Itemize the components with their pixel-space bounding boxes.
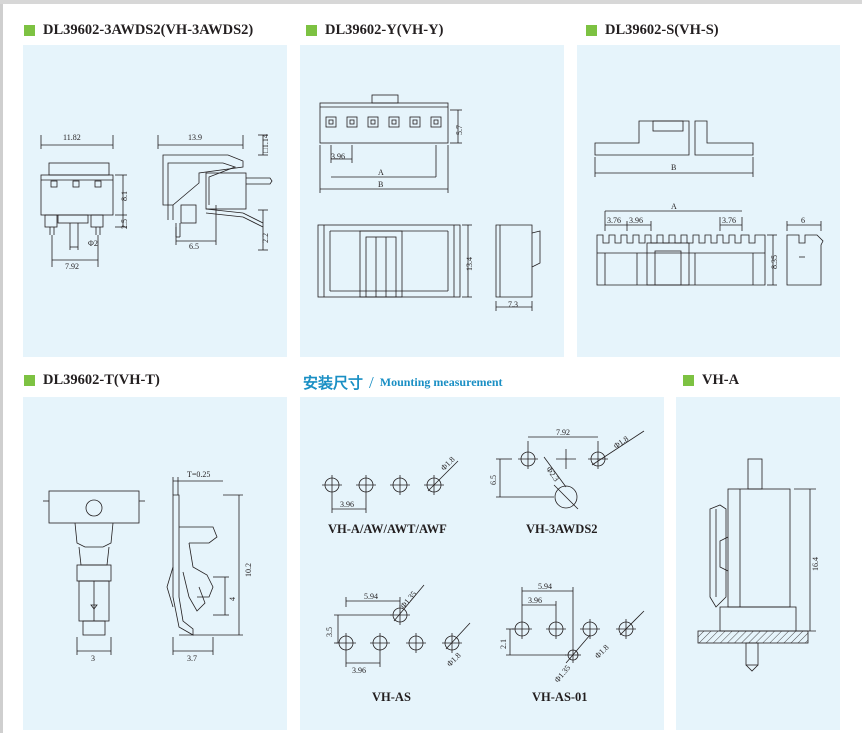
- dim-3-7: 3.7: [187, 654, 197, 663]
- top-view: [319, 94, 462, 193]
- dim-13-4: 13.4: [465, 257, 474, 271]
- terminal-front-view: [43, 490, 145, 655]
- front-view: [317, 224, 472, 298]
- title-3awds2: DL39602-3AWDS2(VH-3AWDS2): [24, 22, 253, 39]
- dim-8-1: 8.1: [120, 191, 129, 201]
- label-vh-as-01: VH-AS-01: [532, 690, 588, 704]
- label-vh-3awds2: VH-3AWDS2: [526, 522, 598, 536]
- dim-8-35: 8.35: [770, 255, 779, 269]
- dim-A: A: [671, 202, 677, 211]
- drawing-vh-y: 5.7 3.96 A B 13.4 7.3: [317, 94, 541, 311]
- dim-q4-pitch: 3.96: [528, 596, 542, 605]
- dim-pin-dia: Φ2: [88, 239, 98, 248]
- drawing-panel-vh-a: 16.4: [676, 397, 840, 730]
- title-vh-a: VH-A: [683, 372, 739, 389]
- top-view: [594, 120, 754, 177]
- dim-3-76-left: 3.76: [607, 216, 621, 225]
- dim-q1-pitch: 3.96: [340, 500, 354, 509]
- drawing-3awds2: 11.82 13.9 □1.14 8.1 2.5 Φ2 7.92 6.5 2.2: [40, 133, 273, 271]
- dim-6-5: 6.5: [189, 242, 199, 251]
- dim-q3-hole: Φ1.8: [445, 651, 463, 669]
- dim-q4-offset: 2.1: [499, 639, 508, 649]
- title-vh-t: DL39602-T(VH-T): [24, 372, 160, 389]
- dim-16-4: 16.4: [811, 557, 820, 571]
- dim-t-0-25: T=0.25: [187, 470, 210, 479]
- drawing-mounting: 3.96 Φ1.8 VH-A/AW/AWT/AWF 7.92 Φ1.8 Φ2.3…: [322, 428, 645, 704]
- side-view: [786, 221, 824, 286]
- title-vh-y: DL39602-Y(VH-Y): [306, 22, 443, 39]
- layout-vh-as: [334, 584, 471, 667]
- dim-3-96: 3.96: [629, 216, 643, 225]
- label-vh-as: VH-AS: [372, 690, 411, 704]
- dim-q4-top: 5.94: [538, 582, 552, 591]
- dim-q3-small-hole: Φ1.35: [399, 589, 419, 610]
- dim-q1-hole: Φ1.8: [439, 455, 457, 473]
- side-view: [157, 134, 273, 251]
- drawing-vh-t: T=0.25 10.2 4 3 3.7: [43, 470, 253, 663]
- drawing-panel-mounting: 3.96 Φ1.8 VH-A/AW/AWT/AWF 7.92 Φ1.8 Φ2.3…: [300, 397, 664, 730]
- layout-vh-3awds2: [496, 430, 645, 510]
- green-square-icon: [306, 25, 317, 36]
- dim-q3-pitch: 3.96: [352, 666, 366, 675]
- dim-B: B: [378, 180, 383, 189]
- green-square-icon: [683, 375, 694, 386]
- drawing-vh-s: B A 3.76 3.96 3.76 8.35 6: [594, 120, 824, 286]
- dim-6: 6: [801, 216, 805, 225]
- dim-q4-small-hole: Φ1.35: [553, 663, 573, 684]
- green-square-icon: [24, 375, 35, 386]
- dim-q2-center: Φ2.3: [544, 465, 560, 483]
- dim-A: A: [378, 168, 384, 177]
- drawing-panel-vh-t: T=0.25 10.2 4 3 3.7: [23, 397, 287, 730]
- dim-7-92: 7.92: [65, 262, 79, 271]
- drawing-panel-3awds2: 11.82 13.9 □1.14 8.1 2.5 Φ2 7.92 6.5 2.2: [23, 45, 287, 357]
- dim-3-96: 3.96: [331, 152, 345, 161]
- top-rule: [0, 0, 862, 4]
- title-mounting: 安装尺寸/Mounting measurement: [303, 372, 503, 393]
- dim-7-3: 7.3: [508, 300, 518, 309]
- dim-4: 4: [228, 597, 237, 601]
- title-vh-s: DL39602-S(VH-S): [586, 22, 719, 39]
- dim-q2-offset: 6.5: [489, 475, 498, 485]
- label-vh-a-aw-awt-awf: VH-A/AW/AWT/AWF: [328, 522, 447, 536]
- dim-2-5: 2.5: [120, 219, 129, 229]
- drawing-panel-vh-y: 5.7 3.96 A B 13.4 7.3: [300, 45, 564, 357]
- dim-q3-offset: 3.5: [325, 627, 334, 637]
- dim-10-2: 10.2: [244, 563, 253, 577]
- drawing-panel-vh-s: B A 3.76 3.96 3.76 8.35 6: [577, 45, 840, 357]
- dim-q2-pitch: 7.92: [556, 428, 570, 437]
- left-rule: [0, 4, 3, 733]
- dim-q2-hole: Φ1.8: [612, 434, 630, 450]
- dim-11-82: 11.82: [63, 133, 81, 142]
- dim-q3-top: 5.94: [364, 592, 378, 601]
- dim-q4-hole: Φ1.8: [593, 643, 611, 661]
- dim-2-2: 2.2: [261, 233, 270, 243]
- terminal-side-view: [166, 477, 243, 655]
- drawing-vh-a: 16.4: [697, 458, 820, 672]
- dim-1-14: □1.14: [261, 134, 270, 153]
- green-square-icon: [24, 25, 35, 36]
- side-view: [495, 224, 541, 311]
- header-side-view: [697, 458, 816, 672]
- dim-B: B: [671, 163, 676, 172]
- layout-vh-as-01: [506, 587, 645, 664]
- layout-vh-a: [322, 460, 459, 513]
- dim-3: 3: [91, 654, 95, 663]
- dim-13-9: 13.9: [188, 133, 202, 142]
- front-view: [596, 210, 777, 286]
- dim-5-7: 5.7: [455, 125, 464, 135]
- green-square-icon: [586, 25, 597, 36]
- dim-3-76-right: 3.76: [722, 216, 736, 225]
- front-view: [40, 135, 127, 267]
